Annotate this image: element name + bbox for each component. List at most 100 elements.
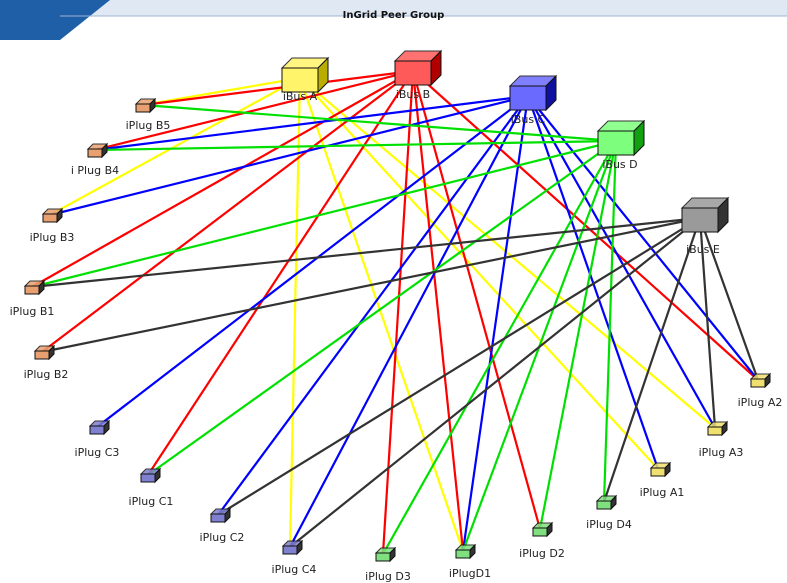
edge-ibus-b-iplug-c1	[147, 70, 414, 476]
edge-ibus-c-iplug-b3	[49, 94, 529, 217]
bus-cube-ibus-b-front	[394, 60, 432, 86]
edge-ibus-e-iplug-a3	[698, 217, 717, 429]
plug-node-iplug-b5[interactable]: iPlug B5	[126, 97, 171, 132]
plug-label-iplug-b5: iPlug B5	[126, 119, 171, 132]
bus-label-ibus-c: iBus C	[511, 113, 546, 126]
edge-ibus-e-iplug-a2	[698, 217, 760, 381]
edge-ibus-c-iplug-c4	[289, 95, 529, 548]
plug-label-iplug-d1: iPlugD1	[449, 567, 491, 580]
bus-node-ibus-a[interactable]: iBus A	[280, 56, 330, 103]
edge-ibus-b-iplug-b4	[94, 69, 414, 152]
plug-label-iplug-c1: iPlug C1	[129, 495, 174, 508]
bus-label-ibus-e: iBus E	[686, 243, 720, 256]
plug-cube-iplug-b2-front	[34, 350, 50, 360]
plug-cube-iplug-c3-side	[103, 419, 110, 436]
plug-label-iplug-c3: iPlug C3	[75, 446, 120, 459]
plug-label-iplug-d4: iPlug D4	[586, 518, 632, 531]
plug-node-iplug-b3[interactable]: iPlug B3	[30, 207, 75, 244]
plug-cube-iplug-c4-side	[296, 539, 303, 556]
connection-lines	[31, 69, 760, 555]
edge-ibus-a-iplug-d1	[298, 77, 465, 552]
plug-cube-iplug-d4-front	[596, 500, 612, 510]
nodes: iBus A iBus B iBus C iBus D iBus E iPlug B5 i …	[10, 49, 783, 583]
plug-cube-iplug-b4-side	[101, 142, 108, 159]
edge-ibus-e-iplug-d4	[602, 217, 702, 503]
bus-cube-ibus-c-front	[509, 85, 547, 111]
plug-label-iplug-b1: iPlug B1	[10, 305, 55, 318]
bus-node-ibus-e[interactable]: iBus E	[680, 196, 730, 256]
bus-node-ibus-c[interactable]: iBus C	[508, 74, 558, 126]
plug-node-iplug-b4[interactable]: i Plug B4	[71, 142, 119, 177]
plug-cube-iplug-c1-front	[140, 473, 156, 483]
plug-cube-iplug-d3-side	[389, 546, 396, 563]
edge-ibus-d-iplug-d2	[538, 140, 618, 530]
plug-label-iplug-c4: iPlug C4	[272, 563, 317, 576]
plug-label-iplug-b4: i Plug B4	[71, 164, 119, 177]
plug-node-iplug-a2[interactable]: iPlug A2	[738, 372, 783, 409]
edge-ibus-c-iplug-a3	[527, 95, 716, 429]
edge-ibus-d-iplug-b5	[142, 103, 617, 143]
bus-cube-ibus-a-side	[317, 56, 329, 94]
edge-ibus-b-iplug-d3	[381, 70, 415, 555]
plug-cube-iplug-a2-front	[750, 378, 766, 388]
plug-node-iplug-d1[interactable]: iPlugD1	[449, 543, 491, 580]
bus-cube-ibus-d-front	[597, 130, 635, 156]
edge-ibus-b-iplug-b1	[31, 70, 414, 288]
bus-cube-ibus-a-front	[281, 67, 319, 93]
plug-node-iplug-c3[interactable]: iPlug C3	[75, 419, 120, 459]
edge-ibus-e-iplug-c4	[289, 217, 701, 548]
plug-cube-iplug-d2-front	[532, 527, 548, 537]
edge-ibus-d-iplug-c1	[147, 140, 617, 476]
edge-ibus-b-iplug-d2	[411, 70, 542, 530]
edge-ibus-a-iplug-b5	[142, 76, 301, 107]
edge-ibus-a-iplug-b3	[49, 77, 301, 216]
plug-label-iplug-d3: iPlug D3	[365, 570, 411, 583]
edge-ibus-c-iplug-b4	[94, 94, 529, 152]
plug-cube-iplug-a2-side	[764, 372, 771, 389]
edge-ibus-c-iplug-a2	[527, 95, 759, 381]
plug-label-iplug-d2: iPlug D2	[519, 547, 565, 560]
plug-node-iplug-a3[interactable]: iPlug A3	[699, 420, 744, 459]
plug-label-iplug-a3: iPlug A3	[699, 446, 744, 459]
edge-ibus-d-iplug-d3	[382, 140, 617, 555]
plug-node-iplug-d3[interactable]: iPlug D3	[365, 546, 411, 583]
bus-cube-ibus-b-side	[430, 49, 442, 87]
plug-node-iplug-c2[interactable]: iPlug C2	[200, 507, 245, 544]
bus-label-ibus-d: iBus D	[602, 158, 637, 171]
plug-cube-iplug-d4-side	[610, 494, 617, 511]
plug-cube-iplug-c4-front	[282, 545, 298, 555]
plug-node-iplug-d4[interactable]: iPlug D4	[586, 494, 632, 531]
bus-cube-ibus-e-front	[681, 207, 719, 233]
header-band-dark	[0, 0, 110, 40]
bus-node-ibus-b[interactable]: iBus B	[393, 49, 443, 101]
edge-ibus-d-iplug-b1	[31, 139, 617, 289]
plug-node-iplug-c4[interactable]: iPlug C4	[272, 539, 317, 576]
edge-ibus-a-iplug-a1	[299, 77, 659, 470]
edge-ibus-c-iplug-c2	[217, 95, 529, 516]
plug-node-iplug-d2[interactable]: iPlug D2	[519, 521, 565, 560]
plug-cube-iplug-d2-side	[546, 521, 553, 538]
plug-cube-iplug-b5-front	[135, 103, 151, 113]
header-band	[0, 0, 787, 40]
edge-ibus-d-iplug-d4	[602, 140, 618, 503]
plug-node-iplug-b2[interactable]: iPlug B2	[24, 344, 69, 381]
plug-node-iplug-c1[interactable]: iPlug C1	[129, 467, 174, 508]
edge-ibus-b-iplug-d1	[411, 70, 465, 552]
plug-cube-iplug-c2-front	[210, 513, 226, 523]
bus-cube-ibus-c-side	[545, 74, 557, 112]
edge-ibus-c-iplug-a1	[526, 95, 660, 470]
plug-node-iplug-a1[interactable]: iPlug A1	[640, 461, 685, 499]
bus-cube-ibus-d-side	[633, 119, 645, 157]
edge-ibus-c-iplug-c3	[96, 95, 529, 428]
edge-ibus-b-iplug-b2	[41, 70, 414, 353]
plug-node-iplug-b1[interactable]: iPlug B1	[10, 279, 55, 318]
plug-cube-iplug-a1-side	[664, 461, 671, 478]
bus-node-ibus-d[interactable]: iBus D	[596, 119, 646, 171]
edge-ibus-a-iplug-c4	[288, 77, 302, 548]
plug-cube-iplug-b3-side	[56, 207, 63, 224]
plug-cube-iplug-b4-front	[87, 148, 103, 158]
plug-cube-iplug-b5-side	[149, 97, 156, 114]
diagram-title: InGrid Peer Group	[342, 10, 445, 21]
plug-cube-iplug-b3-front	[42, 213, 58, 223]
plug-label-iplug-a2: iPlug A2	[738, 396, 783, 409]
